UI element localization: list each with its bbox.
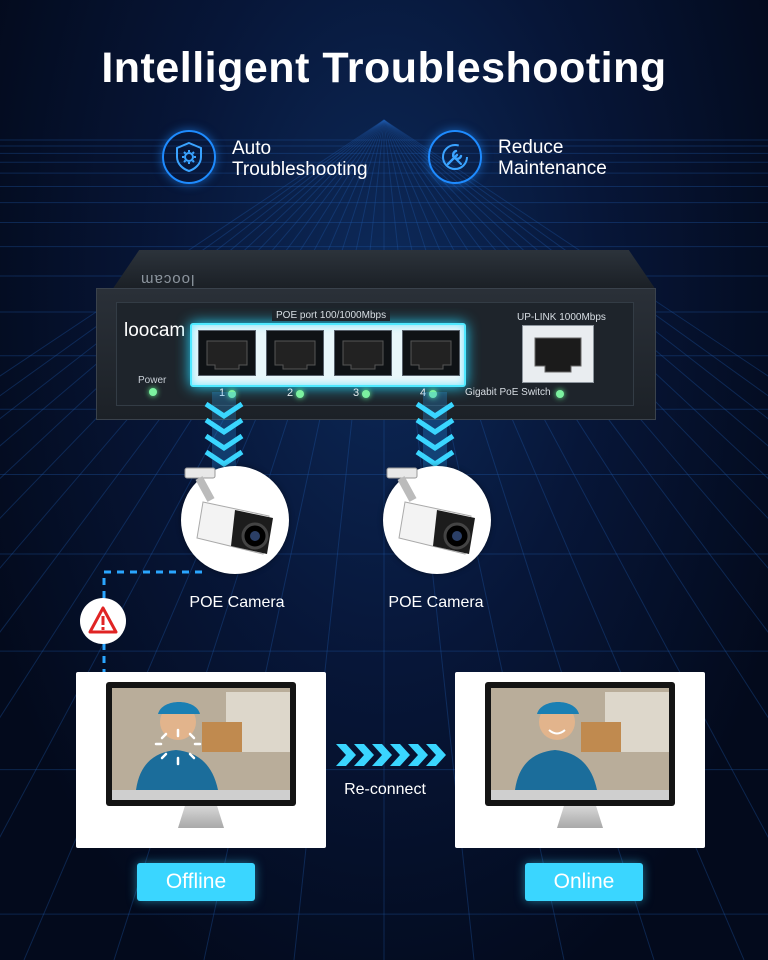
port-led <box>429 390 437 398</box>
switch-top-logo: loocam <box>140 271 195 288</box>
wrench-icon <box>428 130 482 184</box>
switch-top <box>112 250 656 290</box>
monitor-stand <box>178 806 224 828</box>
feature-reduce-maintenance: Reduce Maintenance <box>498 137 607 179</box>
camera-label: POE Camera <box>388 594 484 611</box>
connection-chevrons-2 <box>415 392 455 470</box>
broken-connection-line <box>102 570 202 672</box>
online-badge: Online <box>525 863 643 901</box>
camera-label: POE Camera <box>189 594 285 611</box>
port-number: 4 <box>420 387 427 399</box>
online-monitor <box>485 682 675 806</box>
power-label: Power <box>138 375 167 386</box>
uplink-label: UP-LINK 1000Mbps <box>517 312 606 323</box>
feature-line1: Reduce <box>498 137 564 158</box>
connection-chevrons-1 <box>204 392 244 470</box>
feature-line2: Maintenance <box>498 158 607 179</box>
online-video-feed <box>491 688 669 800</box>
monitor-stand <box>557 806 603 828</box>
camera-icon <box>386 467 475 555</box>
ethernet-port-4 <box>402 330 460 376</box>
warning-triangle-icon <box>80 598 126 644</box>
poe-camera-2 <box>383 466 491 574</box>
port-number: 2 <box>287 387 294 399</box>
poe-port-label: POE port 100/1000Mbps <box>272 310 391 321</box>
offline-badge: Offline <box>137 863 255 901</box>
reconnect-label: Re-connect <box>344 781 426 798</box>
reconnect-arrows <box>336 744 446 766</box>
poe-camera-1 <box>181 466 289 574</box>
uplink-port <box>522 325 594 383</box>
feature-line1: Auto <box>232 138 272 159</box>
port-led <box>228 390 236 398</box>
port-number: 3 <box>353 387 360 399</box>
page-title: Intelligent Troubleshooting <box>101 44 667 92</box>
offline-monitor <box>106 682 296 806</box>
camera-icon <box>184 467 273 555</box>
uplink-led <box>556 390 564 398</box>
shield-gear-icon <box>162 130 216 184</box>
ethernet-port-3 <box>334 330 392 376</box>
gigabit-label: Gigabit PoE Switch <box>465 387 551 398</box>
ethernet-port-2 <box>266 330 324 376</box>
power-led <box>149 388 157 396</box>
feature-line2: Troubleshooting <box>232 159 368 180</box>
port-led <box>296 390 304 398</box>
switch-brand: loocam <box>124 320 186 341</box>
ethernet-port-1 <box>198 330 256 376</box>
port-number: 1 <box>219 387 226 399</box>
offline-video-feed <box>112 688 290 800</box>
port-led <box>362 390 370 398</box>
feature-auto-troubleshooting: Auto Troubleshooting <box>232 138 368 180</box>
